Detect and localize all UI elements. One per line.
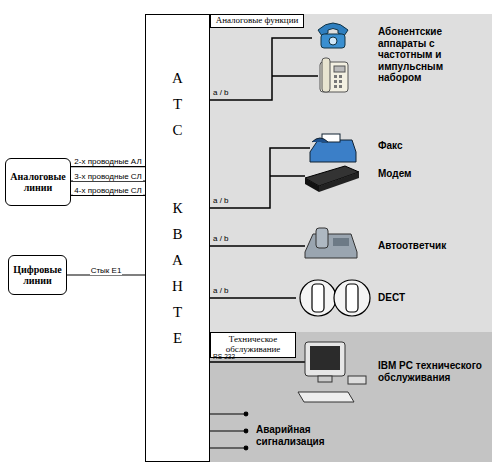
service-panel <box>210 332 492 462</box>
ab-wires <box>210 38 318 362</box>
box-text: Цифровые линии <box>9 264 66 286</box>
pc-icon <box>298 342 366 402</box>
wire-label: a / b <box>213 286 253 295</box>
exchange-box: АТС КВАНТЕ <box>145 14 210 462</box>
box-text: Аналоговые линии <box>6 171 70 193</box>
line-connector <box>71 180 145 181</box>
digital-lines-box: Цифровые линии <box>8 255 67 295</box>
device-label: Абонентские аппараты с частотным и импул… <box>378 26 486 84</box>
box-text: Техническое обслуживание <box>211 335 295 355</box>
line-connector <box>71 195 145 196</box>
line-connector <box>71 166 145 167</box>
dect-icon <box>300 280 370 316</box>
phone-icon <box>318 23 348 48</box>
fax-icon <box>310 134 356 162</box>
desk-phone-icon <box>320 58 348 92</box>
vertical-title: АТС <box>170 65 185 143</box>
line-connector <box>67 274 145 275</box>
line-label: 2-х проводные АЛ <box>73 157 142 166</box>
port-label: RS-232 <box>213 353 263 360</box>
device-label: Автоответчик <box>378 240 486 252</box>
wire-label: a / b <box>213 234 253 243</box>
box-text: Аналоговые функции <box>214 16 301 26</box>
line-label: Стык E1 <box>90 266 123 275</box>
analog-lines-box: Аналоговые линии <box>5 158 71 206</box>
modem-icon <box>305 166 359 192</box>
section-tag: Аналоговые функции <box>210 14 304 28</box>
analog-panel <box>210 14 492 332</box>
wire-label: a / b <box>213 88 253 97</box>
alarm-label: Аварийная сигнализация <box>256 424 366 447</box>
vertical-title: КВАНТЕ <box>170 195 185 351</box>
device-label: Модем <box>378 168 478 180</box>
wire-label: a / b <box>213 196 253 205</box>
device-label: IBM PC технического обслуживания <box>378 360 488 383</box>
device-label: DECT <box>378 292 478 304</box>
line-label: 4-х проводные СЛ <box>73 186 142 195</box>
line-label: 3-х проводные СЛ <box>73 172 142 181</box>
answering-machine-icon <box>305 228 357 258</box>
device-label: Факс <box>378 140 478 152</box>
